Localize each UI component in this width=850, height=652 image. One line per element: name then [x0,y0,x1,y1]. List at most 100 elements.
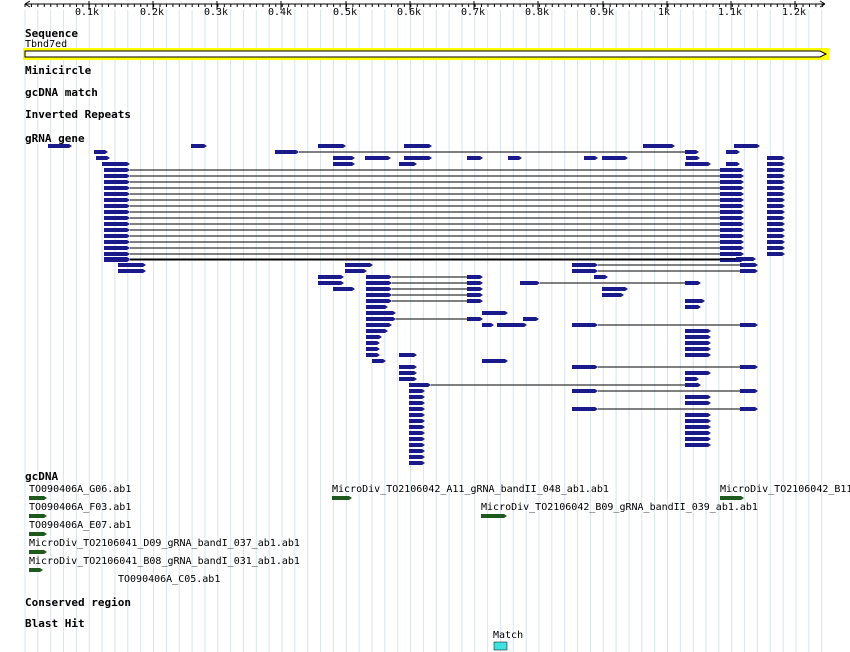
gcdna-read-label[interactable]: TO090406A_G06.ab1 [29,484,132,495]
grna-feature[interactable] [104,234,130,238]
grna-feature[interactable] [104,168,130,172]
grna-feature[interactable] [584,156,598,160]
grna-feature[interactable] [409,437,425,441]
grna-feature[interactable] [685,371,711,375]
grna-feature[interactable] [685,401,711,405]
grna-feature[interactable] [399,365,417,369]
grna-feature[interactable] [366,323,392,327]
grna-feature[interactable] [104,257,130,261]
grna-feature[interactable] [740,323,758,327]
grna-feature[interactable] [685,150,699,154]
grna-feature[interactable] [409,449,425,453]
grna-feature[interactable] [366,353,380,357]
grna-feature[interactable] [720,240,744,244]
grna-feature[interactable] [366,317,396,321]
grna-feature[interactable] [104,180,130,184]
grna-feature[interactable] [720,174,744,178]
grna-feature[interactable] [366,341,380,345]
grna-feature[interactable] [482,311,508,315]
grna-feature[interactable] [734,144,760,148]
grna-feature[interactable] [318,144,346,148]
grna-feature[interactable] [404,156,432,160]
grna-feature[interactable] [572,263,598,267]
gcdna-read-label[interactable]: MicroDiv_TO2106042_B11 [720,484,850,495]
grna-feature[interactable] [767,216,785,220]
grna-feature[interactable] [366,281,392,285]
grna-feature[interactable] [482,323,494,327]
grna-feature[interactable] [104,222,130,226]
grna-feature[interactable] [366,299,392,303]
grna-feature[interactable] [104,228,130,232]
gcdna-read-label[interactable]: MicroDiv_TO2106042_B09_gRNA_bandII_039_a… [481,502,758,513]
grna-feature[interactable] [104,252,130,256]
grna-feature[interactable] [104,240,130,244]
grna-feature[interactable] [366,275,392,279]
grna-feature[interactable] [767,246,785,250]
grna-feature[interactable] [366,287,392,291]
grna-feature[interactable] [467,156,483,160]
grna-feature[interactable] [720,216,744,220]
grna-feature[interactable] [409,419,425,423]
grna-feature[interactable] [685,419,711,423]
grna-feature[interactable] [572,389,598,393]
grna-feature[interactable] [399,162,417,166]
grna-feature[interactable] [104,192,130,196]
gcdna-feature[interactable] [29,550,47,554]
grna-feature[interactable] [720,168,744,172]
grna-feature[interactable] [409,389,425,393]
grna-feature[interactable] [685,353,711,357]
grna-feature[interactable] [467,317,483,321]
grna-feature[interactable] [104,198,130,202]
grna-feature[interactable] [409,401,425,405]
grna-feature[interactable] [104,174,130,178]
grna-feature[interactable] [467,281,483,285]
grna-feature[interactable] [740,269,758,273]
grna-feature[interactable] [520,281,540,285]
grna-feature[interactable] [404,144,432,148]
grna-feature[interactable] [685,425,711,429]
grna-feature[interactable] [767,228,785,232]
gcdna-read-label[interactable]: MicroDiv_TO2106042_A11_gRNA_bandII_048_a… [332,484,609,495]
sequence-feature[interactable] [24,50,828,58]
grna-feature[interactable] [409,383,431,387]
grna-feature[interactable] [467,287,483,291]
grna-feature[interactable] [104,210,130,214]
grna-feature[interactable] [409,431,425,435]
grna-feature[interactable] [767,252,785,256]
grna-feature[interactable] [333,162,355,166]
grna-feature[interactable] [318,281,344,285]
grna-feature[interactable] [409,407,425,411]
grna-feature[interactable] [720,192,744,196]
grna-feature[interactable] [767,222,785,226]
grna-feature[interactable] [720,180,744,184]
grna-feature[interactable] [685,395,711,399]
grna-feature[interactable] [740,365,758,369]
grna-feature[interactable] [720,246,744,250]
grna-feature[interactable] [685,281,701,285]
grna-feature[interactable] [767,162,785,166]
grna-feature[interactable] [118,269,146,273]
grna-feature[interactable] [720,234,744,238]
grna-feature[interactable] [118,263,146,267]
grna-feature[interactable] [767,204,785,208]
grna-feature[interactable] [467,275,483,279]
grna-feature[interactable] [685,377,699,381]
grna-feature[interactable] [767,210,785,214]
grna-feature[interactable] [94,150,108,154]
grna-feature[interactable] [572,407,598,411]
grna-feature[interactable] [767,180,785,184]
grna-feature[interactable] [685,329,711,333]
grna-feature[interactable] [366,293,392,297]
grna-feature[interactable] [366,329,388,333]
gcdna-feature[interactable] [29,496,47,500]
grna-feature[interactable] [767,198,785,202]
grna-feature[interactable] [104,246,130,250]
gcdna-feature[interactable] [29,514,47,518]
grna-feature[interactable] [767,156,785,160]
grna-feature[interactable] [572,269,598,273]
gcdna-feature[interactable] [481,514,507,518]
gcdna-feature[interactable] [29,532,47,536]
grna-feature[interactable] [318,275,344,279]
grna-feature[interactable] [96,156,110,160]
grna-feature[interactable] [736,257,756,261]
